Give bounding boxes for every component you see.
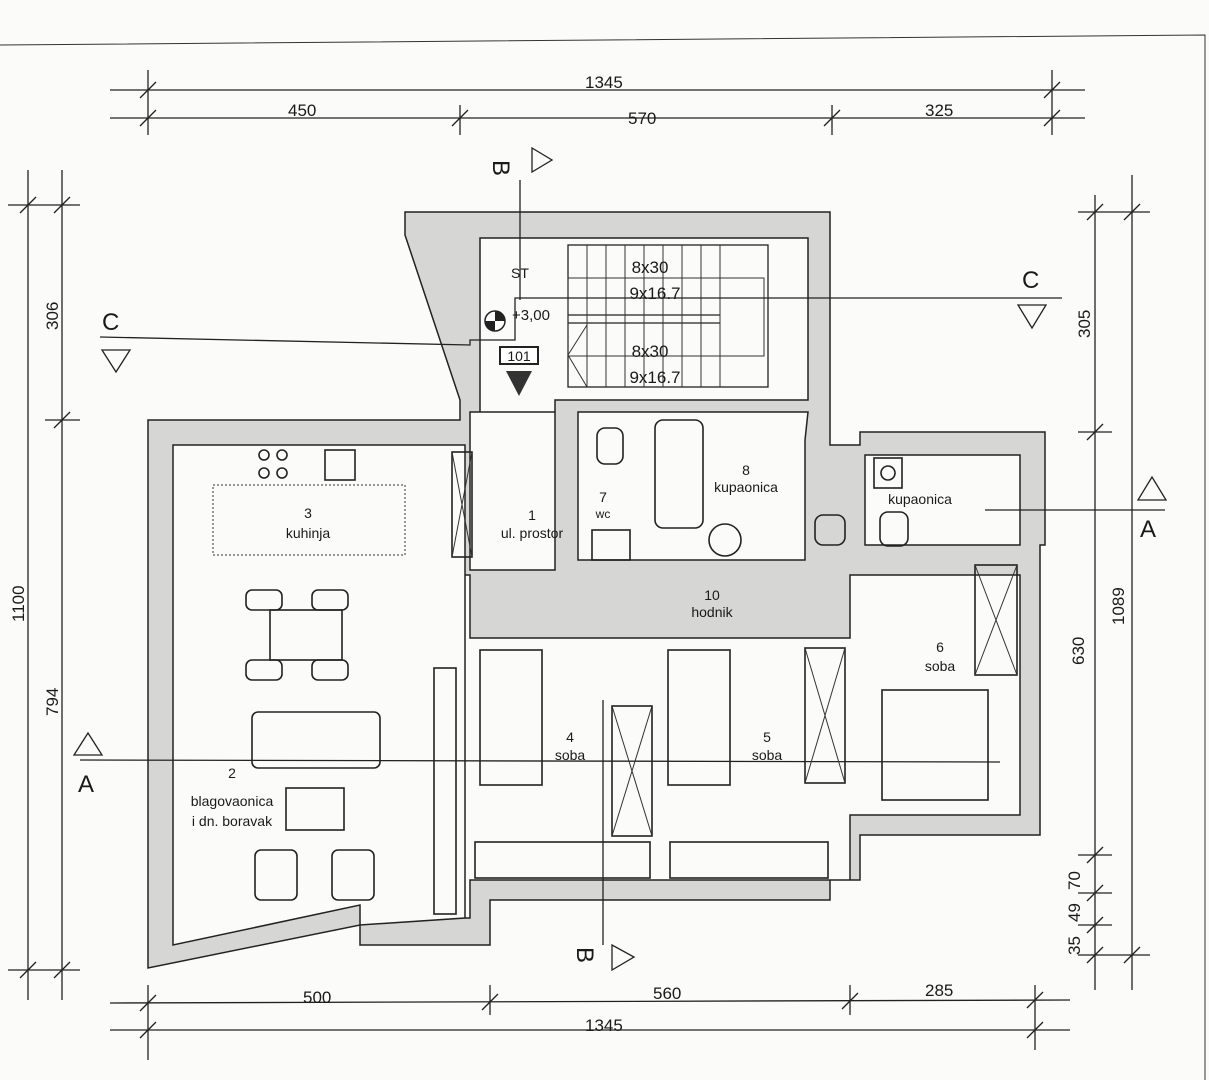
room-4-number: 4	[566, 729, 574, 745]
level-marker-icon	[484, 310, 506, 332]
dimension-bottom: 500 560 285 1345	[109, 981, 1071, 1060]
section-b-bottom-arrow-icon	[611, 943, 636, 972]
walls	[147, 211, 1046, 969]
dim-left-total: 1100	[9, 585, 28, 622]
dim-bottom-1: 500	[303, 988, 331, 1007]
dim-top-2: 570	[628, 109, 656, 128]
dim-bottom-3: 285	[925, 981, 953, 1000]
room-6-number: 6	[936, 639, 944, 655]
staircase: ST 8x30 9x16.7 8x30 9x16.7 +3,00 101	[484, 244, 769, 396]
room-1-name: ul. prostor	[501, 525, 564, 541]
dim-right-1: 305	[1075, 310, 1094, 338]
furniture	[212, 419, 1018, 915]
section-a-left: A	[78, 771, 94, 798]
room-9-name: kupaonica	[888, 491, 952, 507]
dim-left-2: 794	[43, 688, 62, 716]
room-8-number: 8	[742, 462, 750, 478]
dim-right-4: 49	[1065, 903, 1084, 922]
room-2-name-line2: i dn. boravak	[192, 813, 273, 829]
unit-number: 101	[507, 348, 531, 364]
dimension-left: 1100 306 794	[8, 170, 80, 1000]
room-6-name: soba	[925, 658, 956, 674]
upper-steps: 8x30	[632, 258, 669, 277]
room-5-name: soba	[752, 747, 783, 763]
sheet-border	[0, 34, 1206, 1080]
section-b-top-arrow-icon	[531, 146, 554, 174]
lower-rise: 9x16.7	[629, 368, 680, 387]
dim-top-3: 325	[925, 101, 953, 120]
room-5-number: 5	[763, 729, 771, 745]
room-3-name: kuhinja	[286, 525, 331, 541]
section-lines: B B C C A A	[72, 146, 1168, 972]
dim-left-1: 306	[43, 302, 62, 330]
room-labels: 1 ul. prostor 2 blagovaonica i dn. borav…	[191, 462, 956, 829]
section-a-left-arrow-icon	[72, 731, 104, 756]
dim-bottom-total: 1345	[585, 1016, 623, 1035]
section-a-right-arrow-icon	[1136, 475, 1168, 501]
room-7-number: 7	[599, 489, 607, 505]
room-2-number: 2	[228, 765, 236, 781]
section-c-left: C	[102, 309, 119, 336]
lower-steps: 8x30	[632, 342, 669, 361]
dim-right-3: 70	[1065, 871, 1084, 890]
room-10-name: hodnik	[691, 604, 733, 620]
dim-right-5: 35	[1065, 936, 1084, 955]
room-1-number: 1	[528, 507, 536, 523]
room-4-name: soba	[555, 747, 586, 763]
section-b-bottom: B	[571, 947, 598, 963]
dim-right-2: 630	[1069, 637, 1088, 665]
room-8-name: kupaonica	[714, 479, 778, 495]
dimension-top: 1345 450 570 325	[110, 70, 1085, 135]
room-7-name: wc	[595, 507, 611, 521]
section-c-left-arrow-icon	[100, 349, 132, 374]
room-10-number: 10	[704, 587, 720, 603]
entrance-arrow-icon	[506, 371, 532, 396]
upper-rise: 9x16.7	[629, 284, 680, 303]
level-value: +3,00	[512, 307, 550, 324]
section-c-right-arrow-icon	[1016, 304, 1048, 330]
section-a-right: A	[1140, 516, 1156, 543]
dim-top-1: 450	[288, 101, 316, 120]
dim-bottom-2: 560	[653, 984, 681, 1003]
room-3-number: 3	[304, 505, 312, 521]
dimension-right: 1089 305 630 70 49 35	[1065, 175, 1150, 990]
section-b-top: B	[487, 160, 514, 176]
room-2-name: blagovaonica	[191, 793, 274, 809]
section-c-right: C	[1022, 267, 1039, 294]
dim-top-total: 1345	[585, 73, 623, 92]
dim-right-total: 1089	[1109, 587, 1128, 625]
